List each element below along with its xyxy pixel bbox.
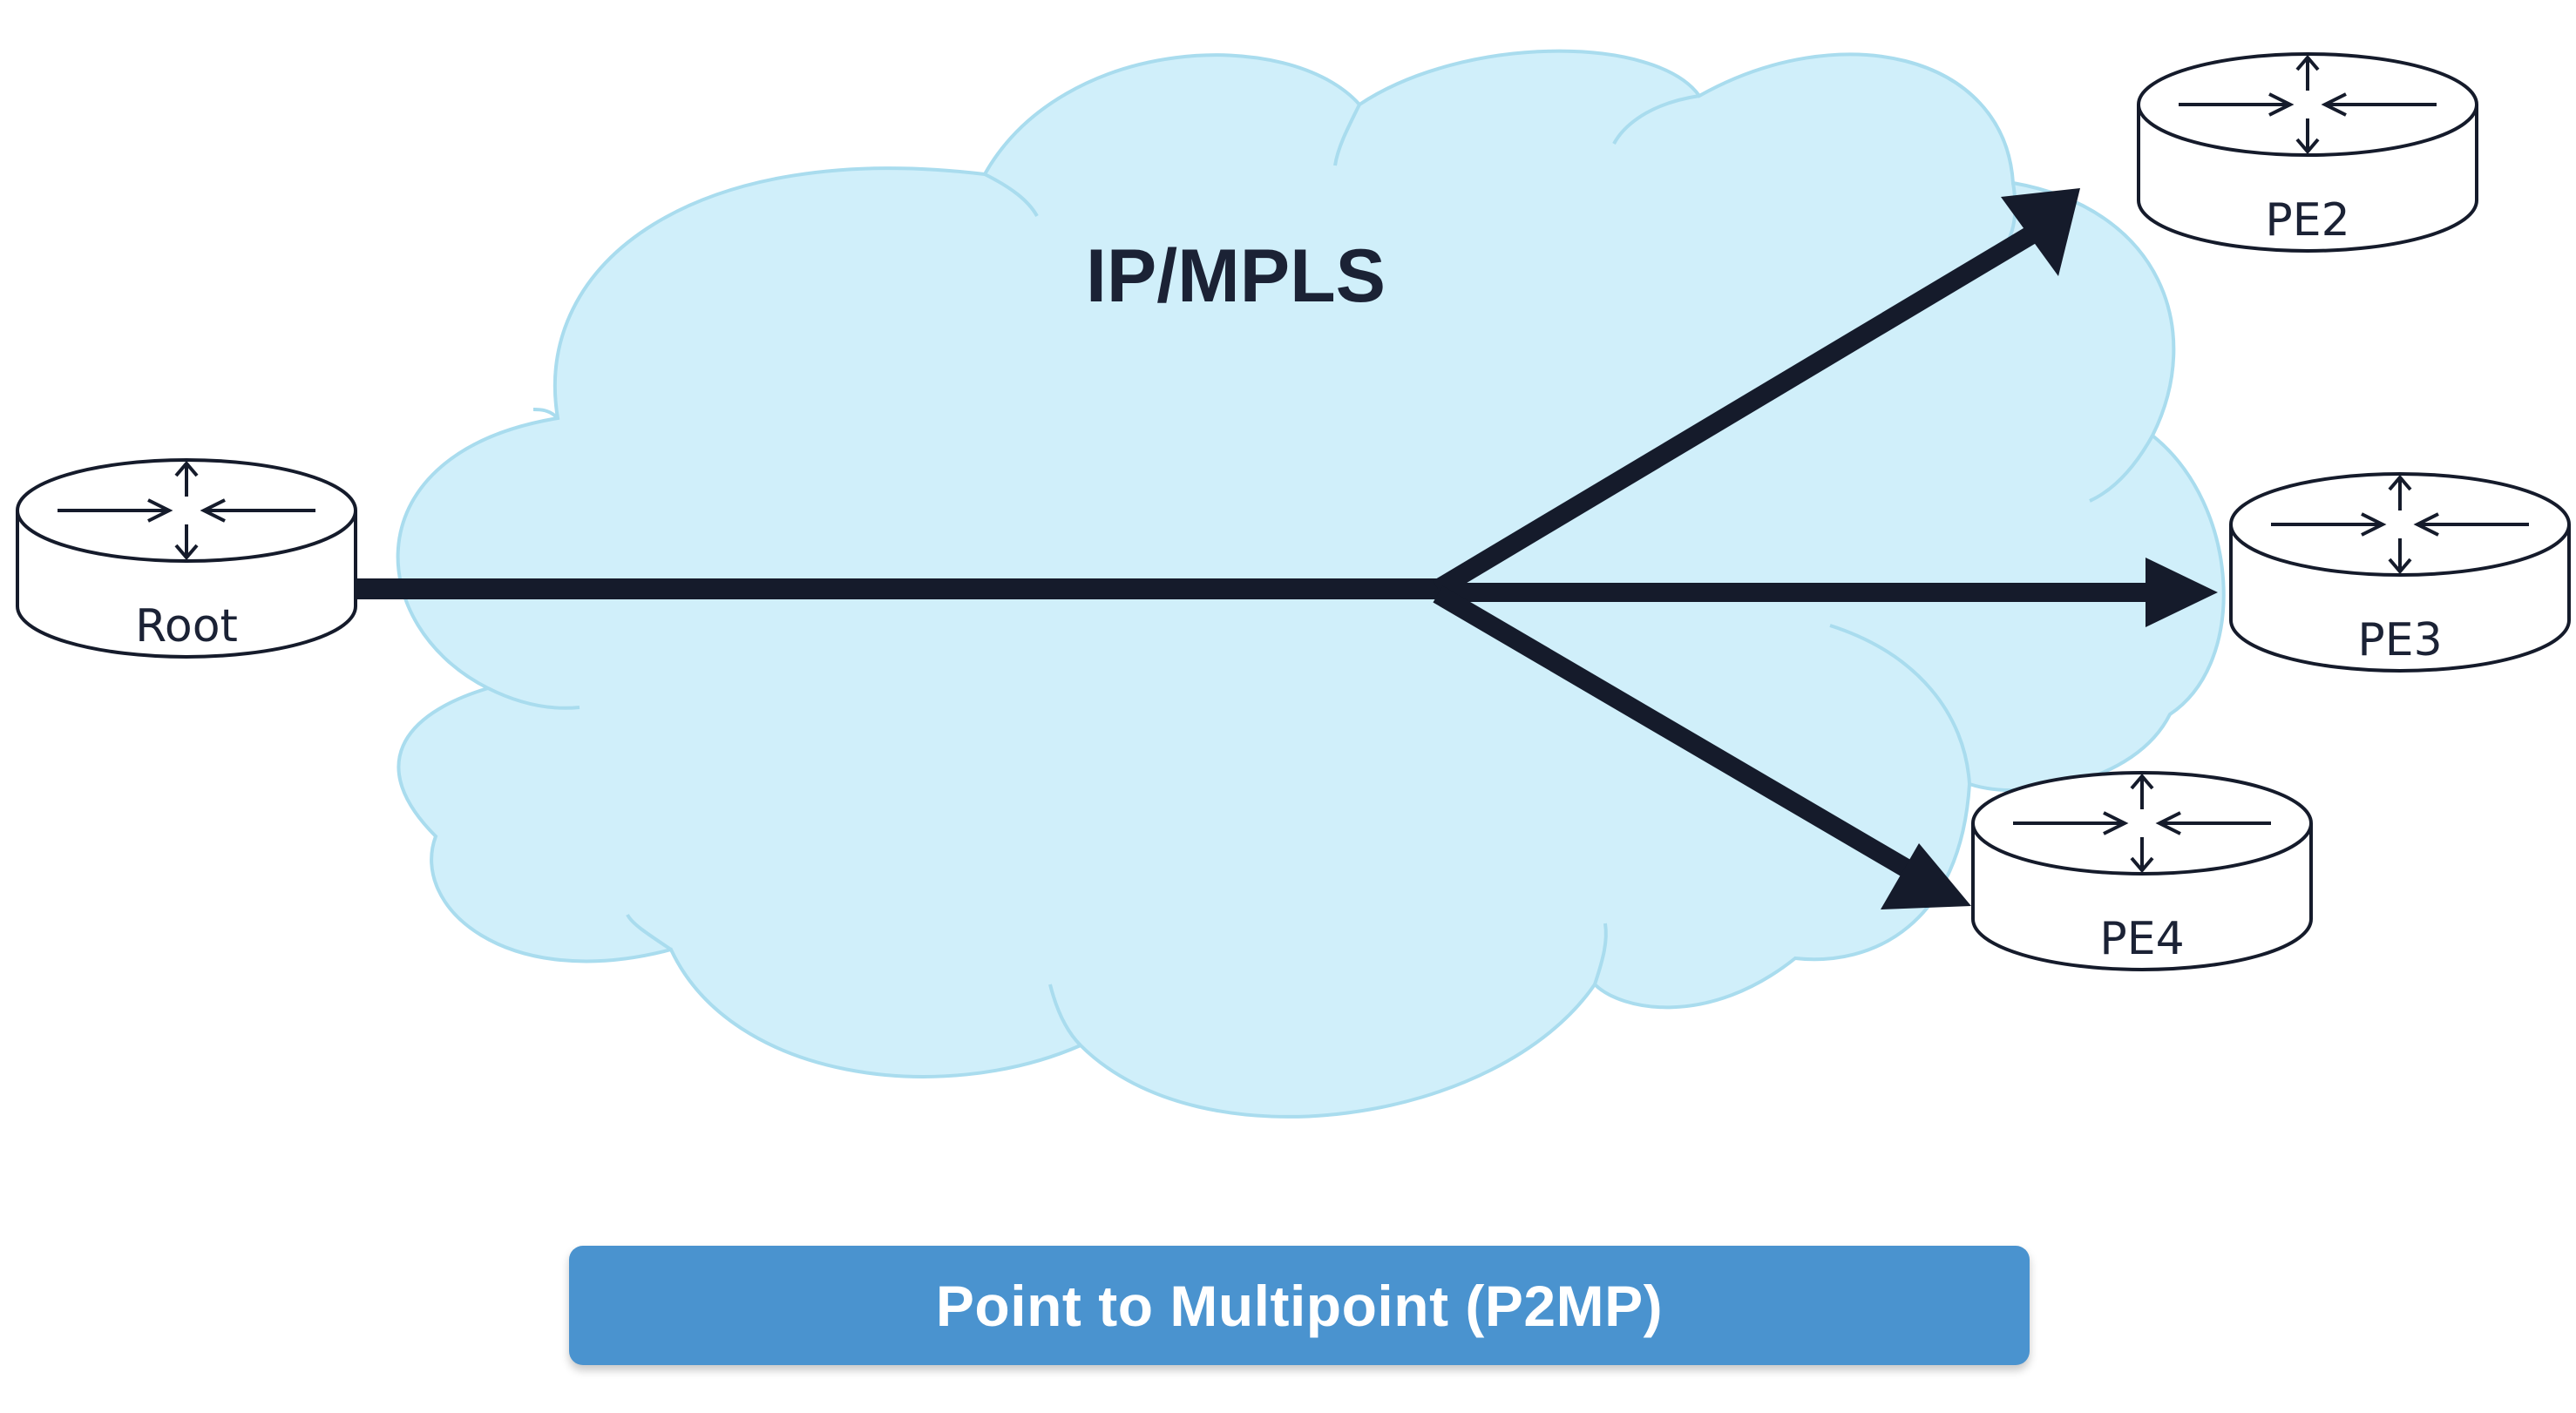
router-pe3: PE3 <box>2229 472 2571 673</box>
router-pe4: PE4 <box>1971 771 2313 971</box>
arrow-to-pe3 <box>1438 558 2218 627</box>
router-label-pe2: PE2 <box>2265 194 2349 247</box>
p2mp-banner: Point to Multipoint (P2MP) <box>569 1246 2030 1365</box>
arrowhead-pe4 <box>1881 843 1971 909</box>
banner-label: Point to Multipoint (P2MP) <box>935 1273 1664 1338</box>
arrow-to-pe4 <box>1433 585 1971 909</box>
router-root: Root <box>16 458 357 659</box>
arrowhead-pe3 <box>2146 558 2218 627</box>
router-label-pe4: PE4 <box>2099 913 2184 965</box>
cloud-title: IP/MPLS <box>1086 234 1386 318</box>
router-label-root: Root <box>135 600 238 652</box>
arrowhead-pe2 <box>2001 188 2080 276</box>
p2mp-arrows <box>357 188 2218 909</box>
router-label-pe3: PE3 <box>2357 614 2442 666</box>
router-pe2: PE2 <box>2137 52 2478 253</box>
arrow-to-pe2 <box>1433 188 2080 598</box>
